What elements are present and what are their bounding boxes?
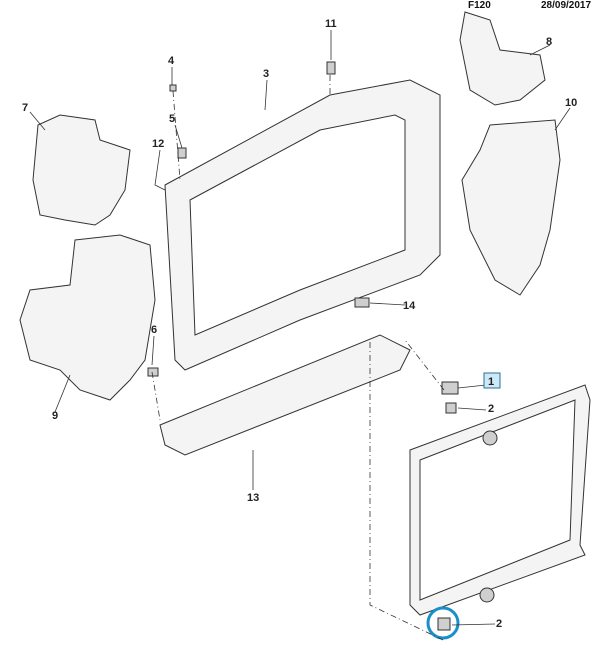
callout-6: 6 — [151, 324, 157, 336]
part-13-lower-shield[interactable] — [159, 334, 411, 456]
part-2-lower-grommet[interactable] — [437, 617, 451, 631]
callout-2-upper: 2 — [488, 403, 494, 415]
part-7-deflector[interactable] — [32, 114, 131, 226]
callout-1: 1 — [488, 376, 494, 388]
callout-12: 12 — [152, 138, 164, 150]
callout-13: 13 — [247, 492, 259, 504]
part-11-clip[interactable] — [326, 61, 336, 75]
part-10-deflector[interactable] — [461, 119, 561, 296]
part-6-screw[interactable] — [147, 367, 159, 377]
callout-9: 9 — [52, 410, 58, 422]
callout-2-lower: 2 — [496, 618, 502, 630]
highlight-circle — [426, 606, 460, 640]
part-14-clip[interactable] — [354, 297, 370, 308]
part-8-deflector[interactable] — [459, 11, 546, 106]
callout-3: 3 — [263, 68, 269, 80]
callout-11: 11 — [325, 18, 337, 30]
callout-7: 7 — [22, 102, 28, 114]
diagram-date: 28/09/2017 — [541, 0, 592, 11]
callout-1-box — [483, 372, 501, 389]
part-9-deflector[interactable] — [19, 234, 156, 401]
part-5-screw[interactable] — [177, 147, 187, 159]
part-4-screw[interactable] — [169, 84, 177, 92]
callout-14: 14 — [403, 300, 416, 312]
callout-8: 8 — [546, 36, 552, 48]
part-1-bracket[interactable] — [441, 381, 459, 395]
callout-5: 5 — [169, 113, 175, 125]
part-2-upper-grommet[interactable] — [445, 402, 457, 414]
callout-4: 4 — [168, 55, 175, 67]
diagram-code: F120 — [468, 0, 491, 11]
callout-10: 10 — [565, 97, 577, 109]
